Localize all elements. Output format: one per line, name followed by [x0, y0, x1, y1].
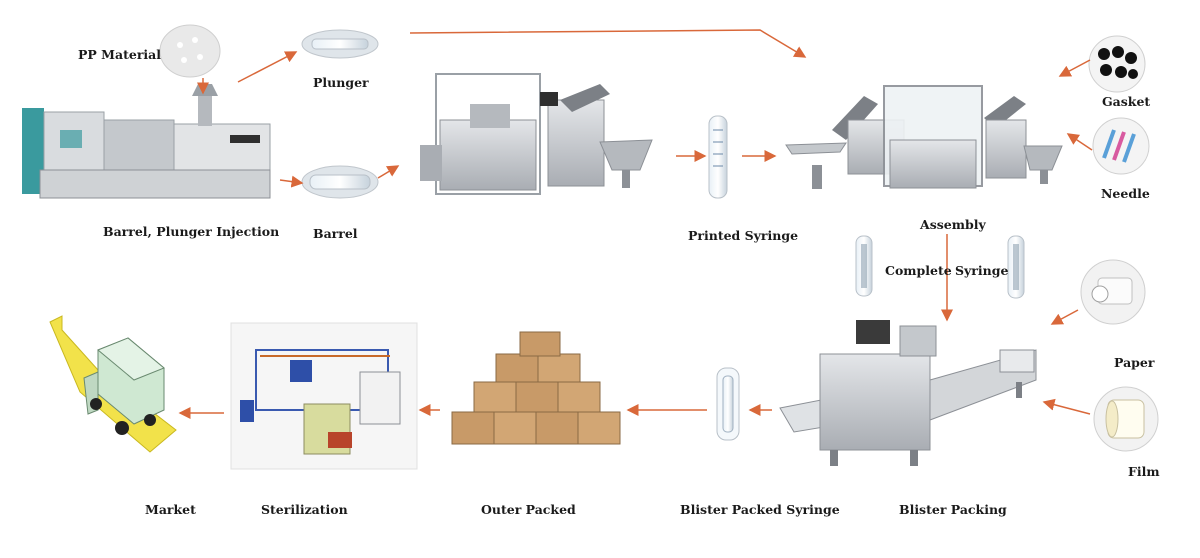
- injection-label: Barrel, Plunger Injection: [103, 224, 280, 239]
- complete-syringe-left-icon: [855, 235, 873, 297]
- gasket-icon: [1088, 35, 1146, 93]
- complete-label: Complete: [885, 263, 952, 278]
- printing-machine-icon: [420, 73, 653, 195]
- cardboard-boxes-icon: [451, 331, 621, 445]
- printed-syringe-label: Printed Syringe: [688, 228, 799, 243]
- market-label: Market: [145, 502, 196, 517]
- film-roll-icon: [1093, 386, 1159, 452]
- complete-syringe-right-icon: [1007, 235, 1025, 299]
- gasket-label: Gasket: [1102, 94, 1151, 109]
- paper-label: Paper: [1114, 355, 1155, 370]
- plunger-label: Plunger: [313, 75, 369, 90]
- assembly-machine-icon: [785, 85, 1063, 189]
- blister-packed-syringe-icon: [716, 367, 740, 441]
- delivery-truck-icon: [49, 315, 177, 453]
- blister-packing-label: Blister Packing: [899, 502, 1007, 517]
- barrel-part-icon: [301, 165, 379, 199]
- plunger-part-icon: [301, 29, 379, 59]
- pp-material-label: PP Material: [78, 47, 161, 62]
- sterilization-equipment-icon: [230, 322, 418, 470]
- barrel-label: Barrel: [313, 226, 358, 241]
- blister-packing-machine-icon: [779, 320, 1037, 466]
- blister-packed-syringe-label: Blister Packed Syringe: [680, 502, 840, 517]
- sterilization-label: Sterilization: [261, 502, 348, 517]
- printed-syringe-icon: [708, 115, 728, 199]
- outer-packed-label: Outer Packed: [481, 502, 576, 517]
- paper-roll-icon: [1080, 259, 1146, 325]
- syringe-label: Syringe: [955, 263, 1009, 278]
- assembly-label: Assembly: [920, 217, 986, 232]
- needle-label: Needle: [1101, 186, 1150, 201]
- pp-material-pellets-icon: [159, 24, 221, 78]
- film-label: Film: [1128, 464, 1160, 479]
- injection-molding-machine-icon: [22, 84, 271, 199]
- needle-icon: [1092, 117, 1150, 175]
